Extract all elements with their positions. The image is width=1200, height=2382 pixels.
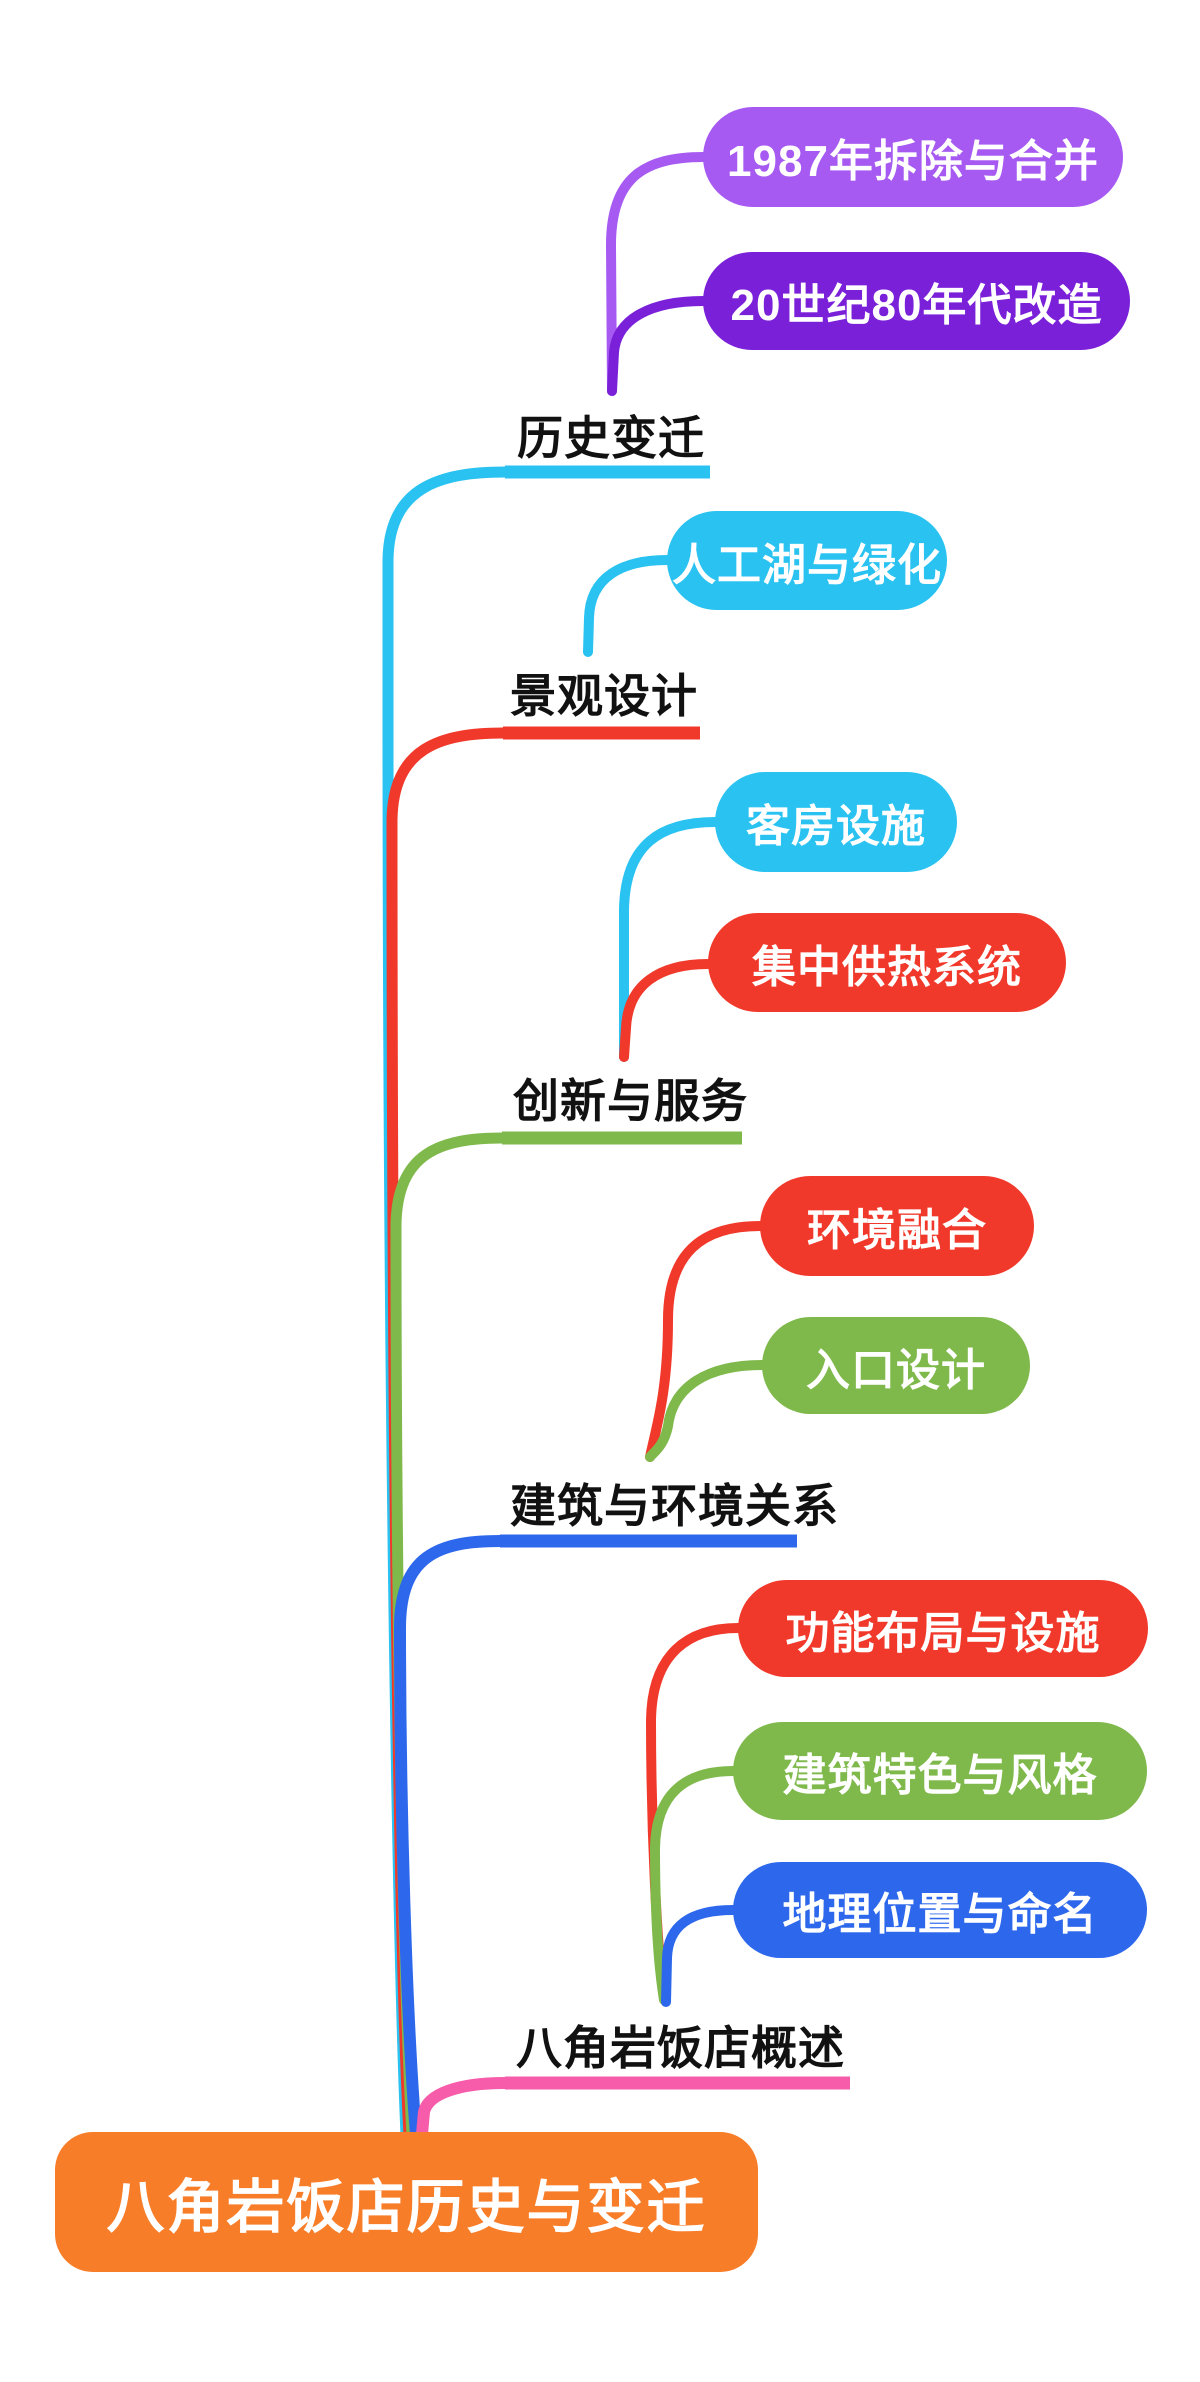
edge-root-to-environment xyxy=(393,1535,506,2141)
node-pill-architectural-style[interactable]: 建筑特色与风格 xyxy=(733,1722,1147,1820)
edge-environment-to-entrance xyxy=(645,1360,767,1462)
edge-landscape-to-lake xyxy=(583,555,672,657)
edge-history-to-1987 xyxy=(605,152,708,396)
node-pill-environment-integration[interactable]: 环境融合 xyxy=(760,1176,1034,1276)
node-pill-1987-demolition[interactable]: 1987年拆除与合并 xyxy=(703,107,1123,207)
node-pill-entrance-design[interactable]: 入口设计 xyxy=(762,1317,1030,1414)
node-pill-guest-rooms[interactable]: 客房设施 xyxy=(715,772,957,872)
node-label-environment[interactable]: 建筑与环境关系 xyxy=(510,1480,839,1532)
edge-environment-to-integration xyxy=(645,1221,765,1462)
edge-history-to-1980s xyxy=(607,296,708,396)
edge-root-to-overview xyxy=(416,2077,511,2140)
node-label-history[interactable]: 历史变迁 xyxy=(517,412,705,464)
node-pill-lake-greening[interactable]: 人工湖与绿化 xyxy=(667,511,947,610)
edge-innovation-to-rooms xyxy=(619,817,720,1062)
node-pill-location-naming[interactable]: 地理位置与命名 xyxy=(733,1862,1147,1958)
node-label-overview[interactable]: 八角岩饭店概述 xyxy=(516,2022,845,2074)
edge-overview-to-location xyxy=(661,1905,738,2007)
root-node[interactable]: 八角岩饭店历史与变迁 xyxy=(55,2132,758,2272)
edge-overview-to-style xyxy=(649,1766,738,2005)
node-pill-central-heating[interactable]: 集中供热系统 xyxy=(708,913,1066,1012)
node-label-innovation[interactable]: 创新与服务 xyxy=(513,1075,748,1127)
node-pill-functional-layout[interactable]: 功能布局与设施 xyxy=(738,1580,1148,1677)
node-pill-1980s-renovation[interactable]: 20世纪80年代改造 xyxy=(703,252,1130,350)
edge-innovation-to-heating xyxy=(619,959,713,1062)
node-label-landscape[interactable]: 景观设计 xyxy=(510,670,698,722)
